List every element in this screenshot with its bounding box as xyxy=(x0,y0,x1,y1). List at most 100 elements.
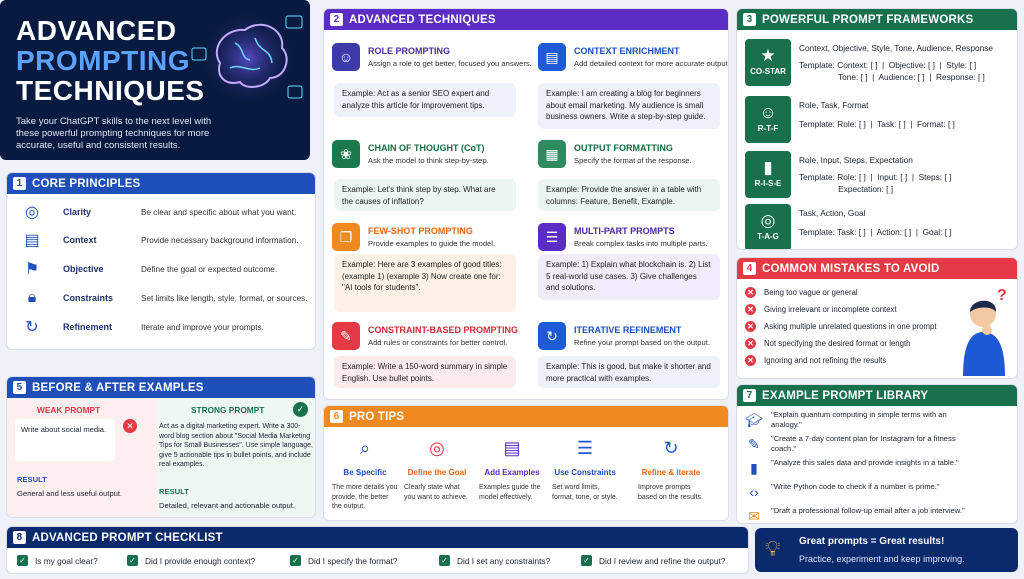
mistake-item: ✕Asking multiple unrelated questions in … xyxy=(745,321,937,332)
example-role-prompting: Example: Act as a senior SEO expert and … xyxy=(334,83,516,117)
clipboard-icon: ✎ xyxy=(332,322,360,350)
example-context-enrichment: Example: I am creating a blog for beginn… xyxy=(538,83,720,129)
chart-icon: ▮ xyxy=(763,158,773,177)
target-icon: ◎ xyxy=(429,438,445,458)
checkbox-icon[interactable]: ✓ xyxy=(290,555,301,566)
mistake-item: ✕Being too vague or general xyxy=(745,287,858,298)
checklist-item[interactable]: ✓Did I provide enough context? xyxy=(127,555,255,566)
library-item: ‹›"Write Python code to check if a numbe… xyxy=(745,482,1005,506)
search-icon: ⌕ xyxy=(359,438,371,458)
table-icon: ▦ xyxy=(538,140,566,168)
checkbox-icon[interactable]: ✓ xyxy=(17,555,28,566)
mistake-item: ✕Ignoring and not refining the results xyxy=(745,355,886,366)
refresh-icon: ↻ xyxy=(663,438,679,458)
bar-chart-icon: ▮ xyxy=(750,460,758,476)
envelope-icon: ✉ xyxy=(748,508,760,524)
target-icon: ◎ xyxy=(25,204,39,221)
example-multi-part-prompts: Example: 1) Explain what blockchain is. … xyxy=(538,254,720,300)
framework-r-i-s-e: ▮R-I-S-E Role, Input, Steps, Expectation… xyxy=(745,151,1009,198)
copy-icon: ❐ xyxy=(332,223,360,251)
weak-result-text: General and less useful output. xyxy=(17,489,123,498)
close-icon: ✕ xyxy=(745,321,756,332)
hero-banner: ADVANCED PROMPTING TECHNIQUES Take your … xyxy=(0,0,310,160)
lightbulb-icon: 💡︎ xyxy=(765,536,781,561)
user-icon: ☺ xyxy=(332,43,360,71)
banner-line2: Practice, experiment and keep improving. xyxy=(799,554,965,564)
flag-icon: ⚑ xyxy=(24,261,40,278)
example-output-formatting: Example: Provide the answer in a table w… xyxy=(538,179,720,211)
checkbox-icon[interactable]: ✓ xyxy=(439,555,450,566)
weak-prompt-label: WEAK PROMPT xyxy=(37,405,101,415)
check-icon: ✓ xyxy=(293,402,308,417)
target-icon: ◎ xyxy=(760,211,776,230)
library-item: 🎓︎"Explain quantum computing in simple t… xyxy=(745,410,947,429)
hero-title-line2: PROMPTING xyxy=(16,45,191,76)
checklist-item[interactable]: ✓Did I review and refine the output? xyxy=(581,555,725,566)
graduation-cap-icon: 🎓︎ xyxy=(745,412,763,428)
close-icon: ✕ xyxy=(745,355,756,366)
strong-result-text: Detailed, relevant and actionable output… xyxy=(159,501,295,510)
banner-line1: Great prompts = Great results! xyxy=(799,536,945,547)
hero-title-line3: TECHNIQUES xyxy=(16,75,205,106)
person-icon: ☺ xyxy=(759,103,777,122)
refresh-icon: ↻ xyxy=(25,319,39,336)
chat-icon: ▤ xyxy=(24,232,40,249)
framework-co-star: ★CO-STAR Context, Objective, Style, Tone… xyxy=(745,39,1009,86)
mistake-item: ✕Giving irrelevant or incomplete context xyxy=(745,304,897,315)
library-item: ▮"Analyze this sales data and provide in… xyxy=(745,458,1005,482)
example-chain-of-thought: Example: Let's think step by step. What … xyxy=(334,179,516,211)
library-item: ✉"Draft a professional follow-up email a… xyxy=(745,506,1005,524)
close-icon: ✕ xyxy=(745,338,756,349)
strong-prompt-label: STRONG PROMPT xyxy=(191,405,265,415)
brain-icon: ❀ xyxy=(332,140,360,168)
closing-banner: 💡︎ Great prompts = Great results! Practi… xyxy=(755,528,1018,572)
svg-text:?: ? xyxy=(997,287,1007,304)
close-icon: ✕ xyxy=(745,287,756,298)
mistake-item: ✕Not specifying the desired format or le… xyxy=(745,338,911,349)
refresh-icon: ↻ xyxy=(538,322,566,350)
checklist-item[interactable]: ✓Is my goal clear? xyxy=(17,555,98,566)
thinking-person-illustration: ? xyxy=(963,287,1007,376)
list-icon: ☰ xyxy=(538,223,566,251)
weak-result-label: RESULT xyxy=(17,475,47,484)
framework-r-t-f: ☺R-T-F Role, Task, Format Template: Role… xyxy=(745,96,1009,143)
checkbox-icon[interactable]: ✓ xyxy=(581,555,592,566)
checkbox-icon[interactable]: ✓ xyxy=(127,555,138,566)
weak-prompt-text: Write about social media. xyxy=(15,419,115,461)
document-icon: ▤ xyxy=(503,438,521,458)
lock-icon: 🔒︎ xyxy=(27,289,37,306)
framework-t-a-g: ◎T-A-G Task, Action, Goal Template: Task… xyxy=(745,204,1009,249)
code-icon: ‹› xyxy=(749,484,759,500)
checklist-item[interactable]: ✓Did I specify the format? xyxy=(290,555,397,566)
strong-prompt-text: Act as a digital marketing expert. Write… xyxy=(159,423,313,468)
document-icon: ▤ xyxy=(538,43,566,71)
sliders-icon: ☰ xyxy=(576,438,594,458)
checklist-item[interactable]: ✓Did I set any constraints? xyxy=(439,555,550,566)
hero-title-line1: ADVANCED xyxy=(16,15,177,46)
